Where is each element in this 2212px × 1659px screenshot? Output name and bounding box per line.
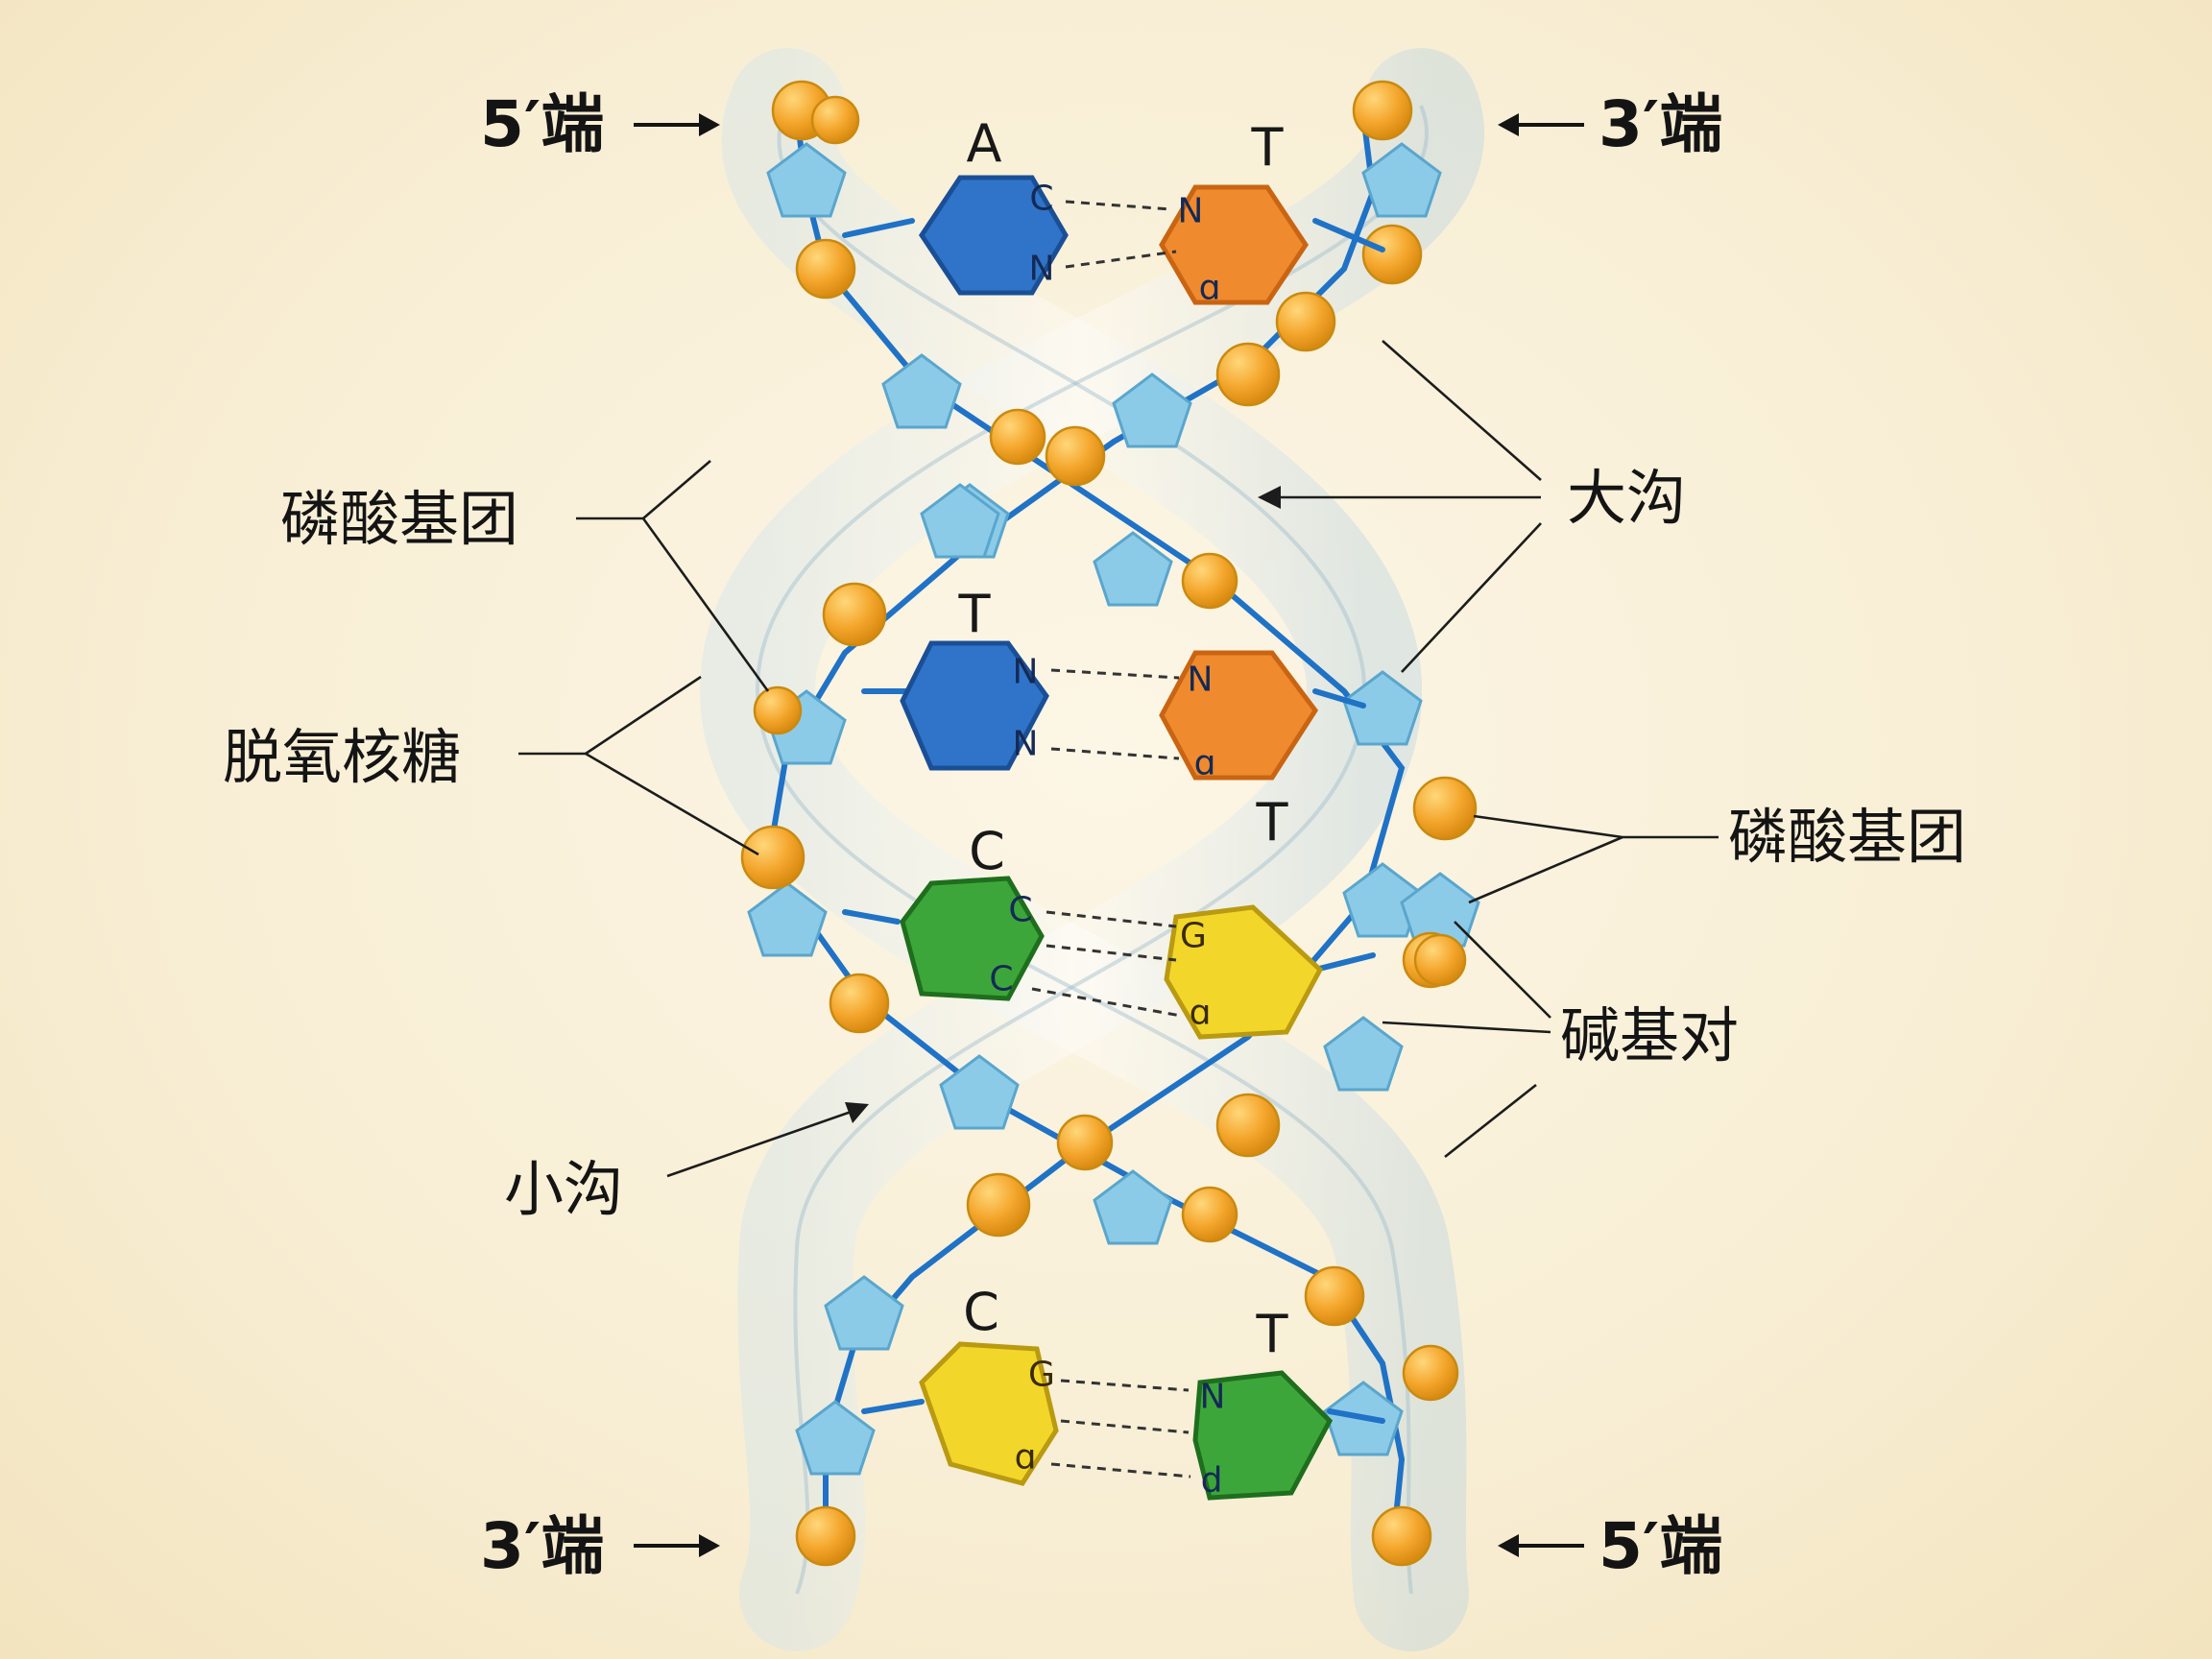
thymine-left-ring (900, 640, 1049, 771)
phosphate-16 (1371, 1505, 1432, 1567)
phosphate-3 (795, 238, 856, 300)
sugar-11 (1361, 142, 1442, 218)
phosphate-6 (1181, 552, 1238, 610)
atom-label: ɑ (1194, 744, 1216, 783)
sugar-15 (747, 881, 828, 957)
phosphate-2 (810, 95, 860, 145)
arrow-right-icon (634, 113, 720, 136)
atom-label: N (1013, 653, 1039, 692)
cytosine-ring (900, 876, 1045, 1001)
phosphate-9 (1215, 1093, 1281, 1158)
base-pair-1: A T C N N ɑ (842, 113, 1385, 308)
phosphate-18 (1361, 224, 1423, 285)
label-phosphate-right: 磷酸基团 (1728, 802, 1966, 872)
thymine-ring-bottom (1192, 1370, 1334, 1501)
arrow-right-icon (634, 1534, 720, 1557)
phosphate-21 (822, 582, 887, 647)
sugar-5 (1342, 670, 1423, 746)
atom-label: G (1180, 917, 1207, 956)
phosphate-25 (1413, 933, 1467, 987)
base-pair-3: C C C G ɑ (842, 821, 1376, 1040)
sugar-2 (881, 353, 962, 429)
base-letter: T (1251, 117, 1285, 178)
end-labels: 5′端 3′端 3′端 5′端 (480, 87, 1722, 1583)
adenine-ring (918, 175, 1069, 296)
three-prime-end-top-right: 3′端 (1599, 87, 1722, 161)
base-letter: T (958, 584, 992, 644)
sugar-10 (795, 1400, 876, 1476)
phosphate-13 (1304, 1265, 1365, 1327)
phosphate-24 (829, 973, 890, 1034)
base-letter: C (963, 1282, 999, 1342)
sugar-8 (1093, 1169, 1173, 1245)
atom-label: N (1013, 725, 1039, 764)
three-prime-end-bottom-left: 3′端 (480, 1509, 604, 1583)
base-pairs: A T C N N ɑ T T N N N ɑ (842, 113, 1385, 1501)
label-minor-groove: 小沟 (504, 1154, 623, 1224)
leader-major-groove-lower (1401, 522, 1542, 673)
thymine-right-ring (1159, 650, 1319, 781)
leader-major-groove-upper (1382, 340, 1542, 481)
phosphate-4 (989, 408, 1046, 466)
atom-label: ɑ (1190, 994, 1212, 1033)
atom-label: C (989, 960, 1013, 999)
base-pair-4: C T G ɑ N d (861, 1282, 1385, 1501)
atom-label: ɑ (1199, 269, 1221, 308)
base-letter: A (967, 113, 1002, 174)
sugar-7 (1323, 1016, 1404, 1092)
sugar-6 (1342, 862, 1423, 938)
atom-label: C (1029, 180, 1053, 219)
label-phosphate-left: 磷酸基团 (280, 484, 518, 554)
label-major-groove: 大沟 (1567, 463, 1686, 533)
phosphate-20 (1215, 342, 1281, 407)
phosphate-10 (1056, 1114, 1114, 1171)
leader-base-pair-upper (1454, 921, 1551, 1019)
atom-label: N (1188, 661, 1214, 700)
base-pair-2: T T N N N ɑ (861, 584, 1366, 853)
base-letter: T (1256, 792, 1289, 853)
sugar-9 (824, 1275, 904, 1351)
phosphate-11 (966, 1172, 1031, 1238)
atom-label: d (1201, 1461, 1223, 1501)
atom-label: N (1029, 250, 1055, 289)
arrow-icon (666, 1102, 869, 1178)
phosphate-groups (740, 80, 1478, 1567)
phosphate-7 (1412, 776, 1478, 841)
sugar-16 (939, 1054, 1020, 1130)
arrow-icon (1258, 486, 1541, 509)
phosphate-19 (1275, 291, 1336, 352)
five-prime-end-bottom-right: 5′端 (1599, 1509, 1722, 1583)
label-base-pair: 碱基对 (1560, 1000, 1739, 1070)
guanine-ring-bottom (919, 1341, 1059, 1486)
atom-label: C (1008, 891, 1032, 930)
sugar-4 (1093, 531, 1173, 607)
arrow-left-icon (1498, 1534, 1584, 1557)
atom-label: N (1178, 192, 1204, 231)
sugar-12 (1112, 373, 1192, 448)
label-deoxyribose: 脱氧核糖 (223, 722, 461, 792)
five-prime-end-top-left: 5′端 (480, 87, 604, 161)
phosphate-14 (1402, 1344, 1459, 1402)
leader-phosphate-right (1473, 814, 1719, 839)
atom-label: ɑ (1015, 1438, 1037, 1478)
phosphate-22 (753, 685, 803, 735)
deoxyribose-sugars (747, 142, 1480, 1476)
atom-label: G (1028, 1356, 1055, 1395)
base-letter: C (969, 821, 1005, 881)
phosphate-17 (1352, 80, 1413, 141)
phosphate-5 (1045, 425, 1106, 487)
thymine-ring (1159, 184, 1310, 305)
base-letter: T (1256, 1304, 1289, 1364)
leader-base-pair-lower (1382, 1021, 1551, 1034)
phosphate-12 (1181, 1186, 1238, 1243)
callout-labels: 磷酸基团 脱氧核糖 小沟 大沟 磷酸基团 碱基对 (223, 340, 1966, 1224)
sugar-1 (766, 142, 847, 218)
arrow-left-icon (1498, 113, 1584, 136)
guanine-ring (1164, 904, 1324, 1040)
atom-label: N (1200, 1378, 1226, 1417)
phosphate-23 (740, 825, 805, 890)
sugar-13 (920, 483, 1000, 559)
phosphate-15 (795, 1505, 856, 1567)
